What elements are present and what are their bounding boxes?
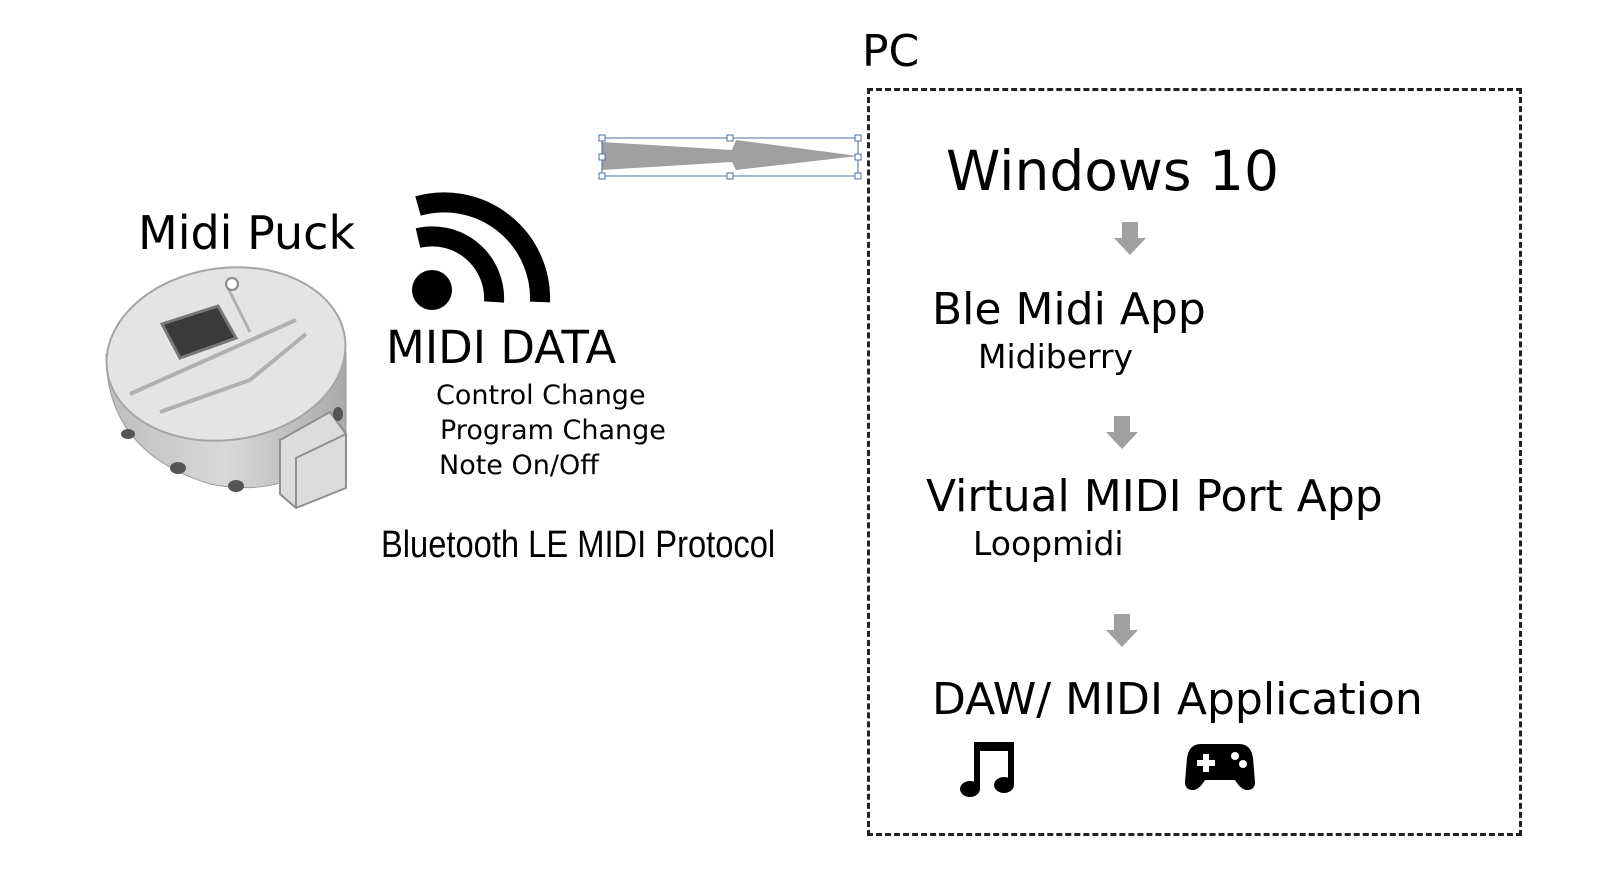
midi-message-item: Control Change: [436, 380, 646, 411]
midi-puck-device-image: [105, 266, 347, 510]
wifi-signal-icon: [412, 192, 551, 310]
gamepad-icon: [1185, 744, 1255, 790]
midi-data-title: MIDI DATA: [386, 321, 617, 374]
arrow-right-icon: [598, 134, 862, 180]
os-title: Windows 10: [946, 139, 1279, 203]
step-subtitle: Loopmidi: [973, 524, 1124, 563]
pc-label: PC: [862, 26, 920, 77]
arrow-down-icon: [1114, 222, 1146, 255]
step-title: Ble Midi App: [932, 284, 1206, 335]
midi-message-item: Note On/Off: [439, 450, 599, 481]
device-label: Midi Puck: [138, 206, 356, 260]
step-subtitle: Midiberry: [978, 337, 1134, 376]
protocol-label: Bluetooth LE MIDI Protocol: [381, 524, 776, 566]
arrow-down-icon: [1106, 614, 1138, 647]
pc-dashed-frame: [867, 88, 1522, 836]
music-note-icon: [960, 742, 1014, 797]
step-title: Virtual MIDI Port App: [926, 471, 1383, 522]
arrow-down-icon: [1106, 416, 1138, 449]
step-title: DAW/ MIDI Application: [932, 674, 1423, 725]
midi-message-item: Program Change: [440, 415, 666, 446]
